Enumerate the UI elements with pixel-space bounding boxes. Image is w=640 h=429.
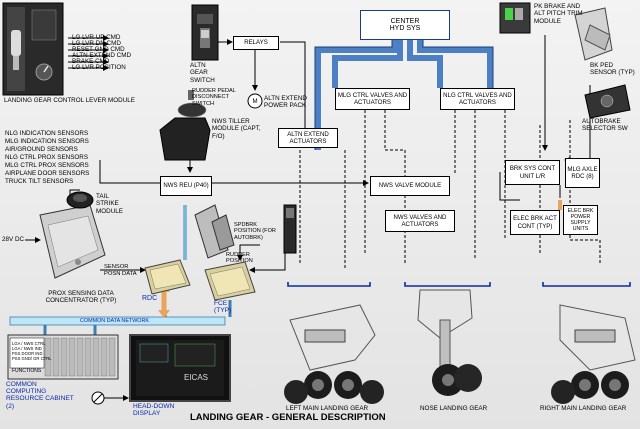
common-data-network-bus (9, 316, 226, 326)
sensor-posn-label: SENSOR POSN DATA (104, 264, 137, 278)
ccr-screen-3: PSS GND/ GR CTRL (12, 356, 52, 361)
hdd-label: HEAD-DOWN DISPLAY (133, 403, 175, 418)
cdn-label: COMMON DATA NETWORK (80, 318, 149, 324)
nws-valves-act-box: NWS VALVES AND ACTUATORS (385, 210, 455, 232)
autobrake-graphic (584, 84, 631, 119)
ccr-label: COMMON COMPUTING RESOURCE CABINET (2) (6, 381, 74, 410)
sensor-0: NLG INDICATION SENSORS (5, 130, 89, 137)
nws-valve-box: NWS VALVE MODULE (370, 176, 450, 196)
hydraulic-lines (315, 40, 493, 150)
ccr-graphic (7, 334, 119, 380)
rudder-disconnect-label: RUDDER PEDAL DISCONNECT SWITCH (192, 88, 236, 107)
tail-strike-graphic (66, 191, 94, 209)
signal-4: BRAKE CMD (72, 58, 110, 65)
ccr-screen-1: LGA / NWS IND (12, 346, 42, 351)
nws-reu-box: NWS REU (P40) (160, 176, 212, 196)
tiller-graphic (159, 90, 211, 161)
elec-power-box: ELEC BRK POWER SUPPLY UNITS (563, 205, 598, 235)
relays-box: RELAYS (233, 36, 279, 50)
nose-gear-graphic (417, 289, 482, 396)
fce-label: FCE (TYP) (214, 300, 232, 315)
lever-module-label: LANDING GEAR CONTROL LEVER MODULE (4, 97, 135, 104)
center-hyd-box: CENTER HYD SYS (360, 10, 450, 40)
spdbrk-label: SPDBRK POSITION (FOR AUTOBRK) (234, 222, 276, 241)
motor-symbol (247, 93, 263, 109)
signal-5: LG LVR POSITION (72, 64, 126, 71)
brk-sys-box: BRK SYS CONT UNIT L/R (505, 160, 560, 185)
motor-label: M (252, 98, 258, 106)
mlg-axle-box: MLG AXLE RDC (8) (565, 158, 600, 188)
bk-ped-label: BK PED SENSOR (TYP) (590, 62, 635, 77)
elec-brk-box: ELEC BRK ACT CONT (TYP) (510, 210, 560, 235)
center-hyd-line1: CENTER (390, 17, 420, 25)
left-gear-label: LEFT MAIN LANDING GEAR (286, 405, 369, 412)
gear-brackets (287, 282, 631, 287)
sensor-5: AIRPLANE DOOR SENSORS (5, 170, 90, 177)
fce-graphic (204, 261, 256, 301)
autobrake-label: AUTOBRAKE SELECTOR SW (582, 118, 628, 133)
rudder-pedal-graphic (194, 204, 235, 259)
signal-0: LG LVR UP CMD (72, 34, 121, 41)
sensor-1: MLG INDICATION SENSORS (5, 138, 89, 145)
mlg-valves-box: MLG CTRL VALVES AND ACTUATORS (335, 88, 410, 110)
nose-gear-label: NOSE LANDING GEAR (420, 405, 488, 412)
pk-brake-label: PK BRAKE AND ALT PITCH TRIM MODULE (534, 3, 583, 25)
altn-switch-label: ALTN GEAR SWITCH (190, 62, 215, 84)
signal-3: ALTN EXTEND CMD (72, 52, 132, 59)
right-gear-label: RIGHT MAIN LANDING GEAR (540, 405, 627, 412)
rudder-position-label: RUDDER POSITION (226, 252, 253, 265)
altn-switch-graphic (191, 4, 219, 61)
tiller-label: NWS TILLER MODULE (CAPT, F/O) (212, 118, 261, 140)
right-gear-graphic (551, 304, 636, 404)
spdbrk-graphic (283, 204, 297, 254)
sensor-3: NLG CTRL PROX SENSORS (5, 154, 89, 161)
rdc-label: RDC (142, 295, 158, 302)
hdd-graphic (129, 334, 231, 402)
lever-module-graphic (2, 2, 64, 96)
functions-label: FUNCTIONS (12, 368, 42, 374)
sensor-2: AIR/GROUND SENSORS (5, 146, 78, 153)
signal-1: LG LVR DN CMD (72, 40, 121, 47)
power-pack-label: ALTN EXTEND POWER PACK (264, 95, 307, 110)
pk-brake-graphic (499, 2, 531, 34)
bk-ped-graphic (574, 7, 613, 61)
sensor-4: MLG CTRL PROX SENSORS (5, 162, 89, 169)
signal-2: RESET GND CMD (72, 46, 125, 53)
nlg-valves-box: NLG CTRL VALVES AND ACTUATORS (440, 88, 515, 110)
tail-strike-label: TAIL STRIKE MODULE (96, 193, 123, 215)
dashed-signal-lines (299, 110, 601, 270)
ccr-screen-2: PSS DOOR IND (12, 351, 43, 356)
dc28-label: 28V DC (2, 236, 25, 243)
sensor-6: TRUCK TILT SENSORS (5, 178, 74, 185)
page-title: LANDING GEAR - GENERAL DESCRIPTION (190, 412, 386, 423)
eicas-label: EICAS (184, 373, 209, 382)
left-gear-graphic (284, 304, 384, 404)
psdc-graphic (39, 204, 106, 279)
center-hyd-line2: HYD SYS (389, 25, 421, 32)
rdc-graphic (144, 259, 191, 295)
altn-actuators-box: ALTN EXTEND ACTUATORS (278, 128, 338, 148)
ccr-screen-0: LGA / NWS CTRL (12, 341, 46, 346)
psdc-label: PROX SENSING DATA CONCENTRATOR (TYP) (45, 290, 117, 305)
